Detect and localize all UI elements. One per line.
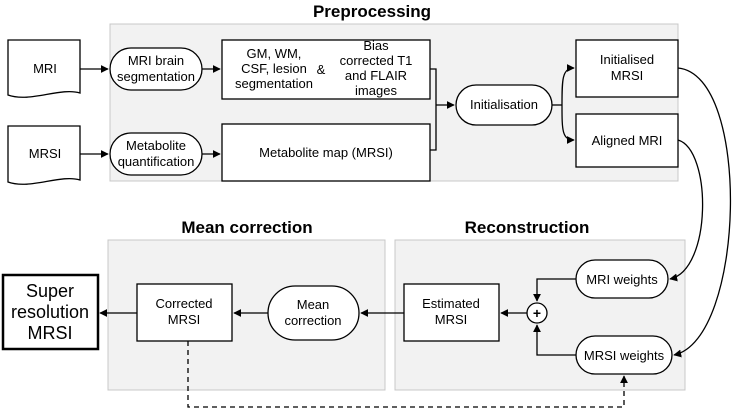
mean-corr-line-2: correction <box>284 313 341 328</box>
initialised-mrsi-node: Initialised MRSI <box>575 39 679 98</box>
reconstruction-title: Reconstruction <box>465 218 590 237</box>
initialisation-node: Initialisation <box>455 84 553 126</box>
mrsi-input-document: MRSI <box>7 125 81 185</box>
edge-to-initialised-mrsi <box>561 64 575 106</box>
ampersand-label: & <box>317 62 326 77</box>
mri-seg-line-2: segmentation <box>117 69 195 84</box>
initialisation-label: Initialisation <box>470 97 538 112</box>
aligned-mri-label: Aligned MRI <box>592 133 663 148</box>
metabolite-map-node: Metabolite map (MRSI) <box>221 123 431 182</box>
tissue-seg-line-1: GM, WM, <box>247 46 302 61</box>
mean-correction-node: Mean correction <box>267 285 360 341</box>
bias-line-4: images <box>355 83 397 98</box>
plus-symbol: + <box>533 305 541 321</box>
edge-mri-weights-to-sum <box>533 278 576 302</box>
super-res-line-1: Super <box>26 281 74 301</box>
mri-seg-line-1: MRI brain <box>128 53 184 68</box>
estimated-mrsi-node: Estimated MRSI <box>403 283 500 342</box>
corr-mrsi-line-1: Corrected <box>155 296 212 311</box>
corrected-mrsi-node: Corrected MRSI <box>136 283 233 342</box>
bias-line-3: and FLAIR <box>345 68 407 83</box>
corr-mrsi-line-2: MRSI <box>168 312 201 327</box>
bias-line-1: Bias <box>363 38 389 53</box>
super-res-line-3: MRSI <box>28 323 73 343</box>
mrsi-input-label: MRSI <box>29 146 62 161</box>
mean-corr-line-1: Mean <box>297 297 330 312</box>
init-mrsi-line-2: MRSI <box>611 68 644 83</box>
mrsi-weights-label: MRSI weights <box>584 348 665 363</box>
bias-line-2: corrected T1 <box>340 53 413 68</box>
metab-quant-line-1: Metabolite <box>126 138 186 153</box>
est-mrsi-line-1: Estimated <box>422 296 480 311</box>
super-resolution-output-node: Super resolution MRSI <box>1 273 100 351</box>
segmentation-output-node: GM, WM, CSF, lesion segmentation & Bias … <box>221 38 431 100</box>
mri-input-label: MRI <box>33 61 57 76</box>
mri-brain-segmentation-node: MRI brain segmentation <box>109 47 203 91</box>
super-res-line-2: resolution <box>11 302 89 322</box>
aligned-mri-node: Aligned MRI <box>575 113 679 168</box>
init-mrsi-line-1: Initialised <box>600 52 654 67</box>
mrsi-weights-node: MRSI weights <box>575 335 673 375</box>
edge-dashed-feedback <box>187 341 628 408</box>
mean-correction-title: Mean correction <box>181 218 312 237</box>
edge-to-aligned-mri <box>561 104 575 144</box>
metabolite-quantification-node: Metabolite quantification <box>109 132 203 176</box>
edge-initialised-to-mrsi-weights <box>673 67 732 358</box>
edge-aligned-to-mri-weights <box>669 139 704 282</box>
metab-quant-line-2: quantification <box>118 154 195 169</box>
edge-mrsi-weights-to-sum <box>533 324 576 356</box>
preprocessing-title: Preprocessing <box>313 2 431 21</box>
sum-operator: + <box>526 302 548 324</box>
metab-map-label: Metabolite map (MRSI) <box>259 145 393 160</box>
edge-merge-bracket <box>430 68 437 151</box>
mri-input-document: MRI <box>7 39 81 98</box>
mri-weights-label: MRI weights <box>586 272 658 287</box>
mri-weights-node: MRI weights <box>575 259 669 299</box>
tissue-seg-line-2: CSF, lesion <box>241 61 307 76</box>
est-mrsi-line-2: MRSI <box>435 312 468 327</box>
tissue-seg-line-3: segmentation <box>235 76 313 91</box>
